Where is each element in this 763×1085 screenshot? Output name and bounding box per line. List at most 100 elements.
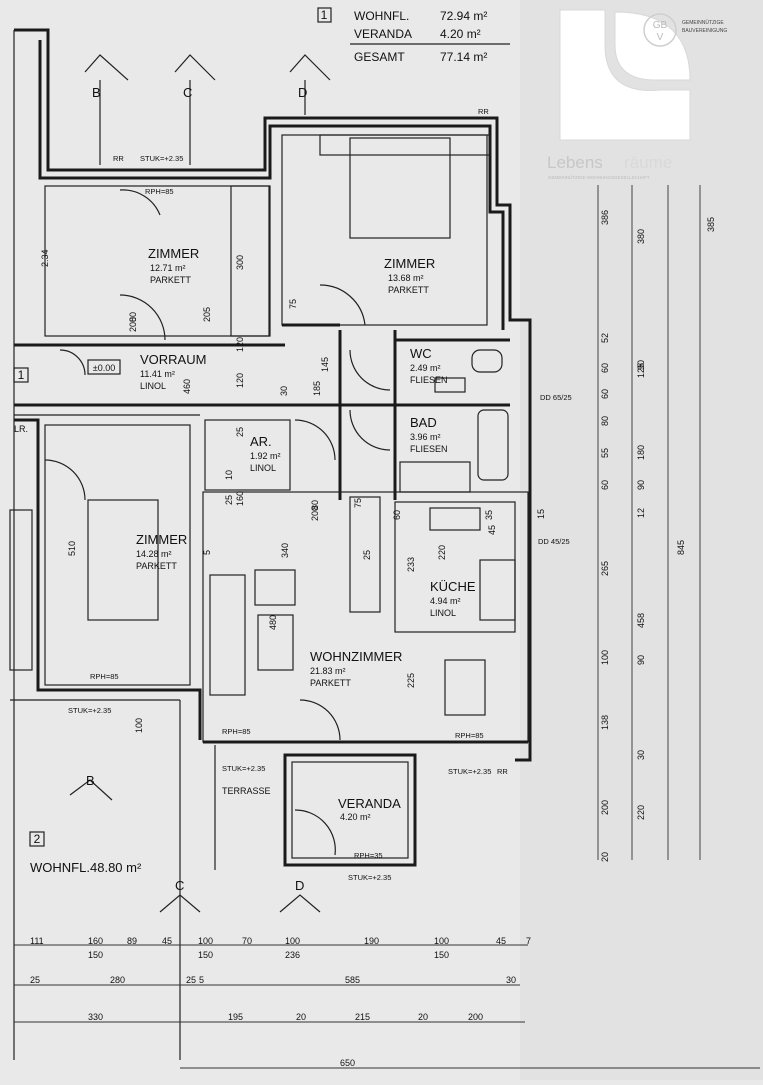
- bottom-dim-row1-10: 7: [526, 936, 531, 946]
- paper-shade: [520, 0, 763, 1080]
- room-name-vorraum: VORRAUM: [140, 352, 206, 367]
- bottom-dim-row2-2: 25: [186, 975, 196, 985]
- summary-value-1: 72.94 m²: [440, 9, 487, 23]
- wc-fixture: [471, 349, 503, 373]
- interior-dim-26: 15: [536, 509, 546, 519]
- right-dim-11: 180: [636, 445, 646, 460]
- right-dim-23: 20: [600, 852, 610, 862]
- right-dim-4: 52: [600, 333, 610, 343]
- right-dim-6: 90: [636, 360, 646, 370]
- bottom-dim-row1-1: 160: [88, 936, 103, 946]
- interior-dim-11: 120: [235, 373, 245, 388]
- section-mark-d-top: D: [298, 85, 307, 100]
- summary-label-2: VERANDA: [354, 27, 412, 41]
- rph85-label-4: RPH=85: [455, 731, 484, 740]
- logo-tagline: GEMEINNÜTZIGE WOHNUNGSGESELLSCHAFT: [548, 174, 650, 180]
- interior-dim-24: 5: [202, 550, 212, 555]
- interior-dim-22: 510: [67, 541, 77, 556]
- bottom-dim-row2-5: 30: [506, 975, 516, 985]
- wohnfl2-value: 48.80 m²: [90, 860, 142, 875]
- summary-value-3: 77.14 m²: [440, 50, 487, 64]
- bottom-dim-row2-1: 280: [110, 975, 125, 985]
- interior-dim-28: 25: [224, 495, 234, 505]
- stuk-label-2: STUK=+2.35: [68, 706, 111, 715]
- rr-label-2: RR: [478, 107, 489, 116]
- section-markers: [69, 54, 331, 913]
- interior-dim-25: 45: [487, 525, 497, 535]
- right-dim-17: 100: [600, 650, 610, 665]
- rph35-label: RPH=35: [354, 851, 383, 860]
- bottom-dim-row3-0: 330: [88, 1012, 103, 1022]
- stuk-label-5: STUK=+2.35: [348, 873, 391, 882]
- interior-dim-2: 75: [288, 299, 298, 309]
- right-dim-2: 385: [706, 217, 716, 232]
- dining-table: [444, 659, 486, 716]
- misc-labels: TERRASSE 2 WOHNFL. 48.80 m² 1 ±0.00 LR. …: [13, 107, 572, 882]
- area-summary: 1 WOHNFL. 72.94 m² VERANDA 4.20 m² GESAM…: [317, 7, 510, 64]
- interior-dim-31: 120: [235, 337, 245, 352]
- armchair: [254, 569, 296, 606]
- room-zimmer-2-outline: [281, 134, 488, 326]
- right-dim-20: 30: [636, 750, 646, 760]
- room-floor-kueche: LINOL: [430, 608, 456, 618]
- right-dim-12: 60: [600, 480, 610, 490]
- interior-dim-8: 30: [279, 386, 289, 396]
- summary-label-3: GESAMT: [354, 50, 405, 64]
- room-name-kueche: KÜCHE: [430, 579, 476, 594]
- rph85-label-3: RPH=85: [222, 727, 251, 736]
- right-dim-0: 386: [600, 210, 610, 225]
- right-dim-14: 12: [636, 508, 646, 518]
- bottom-dim-row1-8: 100: [434, 936, 449, 946]
- room-area-ar: 1.92 m²: [250, 451, 281, 461]
- dd-label-2: DD 45/25: [538, 537, 570, 546]
- bottom-dimension-lines: [14, 944, 760, 1069]
- room-floor-ar: LINOL: [250, 463, 276, 473]
- bottom-dim-row1b-3: 150: [434, 950, 449, 960]
- summary-label-1: WOHNFL.: [354, 9, 409, 23]
- bottom-dim-row2-3: 5: [199, 975, 204, 985]
- room-area-vorraum: 11.41 m²: [140, 369, 175, 379]
- interior-dim-4: 200: [128, 317, 138, 332]
- interior-dim-30: 60: [392, 510, 402, 520]
- bottom-dim-total-0: 650: [340, 1058, 355, 1068]
- logo-badge: [643, 13, 677, 47]
- interior-dim-29: 10: [224, 470, 234, 480]
- interior-dim-17: 233: [406, 557, 416, 572]
- stuk-label-1: STUK=+2.35: [140, 154, 183, 163]
- right-dim-16: 458: [636, 613, 646, 628]
- rr-label-1: RR: [113, 154, 124, 163]
- doors: [44, 189, 391, 856]
- interior-dim-13: 200: [310, 506, 320, 521]
- room-floor-zimmer-2: PARKETT: [388, 285, 429, 295]
- right-dim-19: 138: [600, 715, 610, 730]
- interior-dim-9: 185: [312, 381, 322, 396]
- room-name-bad: BAD: [410, 415, 437, 430]
- logo-mark: [559, 9, 691, 141]
- room-floor-wc: FLIESEN: [410, 375, 448, 385]
- bathtub: [477, 409, 509, 481]
- summary-value-2: 4.20 m²: [440, 27, 481, 41]
- bottom-dim-row1-4: 100: [198, 936, 213, 946]
- interior-dim-19: 340: [280, 543, 290, 558]
- room-floor-vorraum: LINOL: [140, 381, 166, 391]
- logo-brand-a: Lebens: [547, 153, 603, 172]
- bottom-dim-row1b-2: 236: [285, 950, 300, 960]
- wohnfl2-label: WOHNFL.: [30, 860, 90, 875]
- room-floor-zimmer-3: PARKETT: [136, 561, 177, 571]
- interior-dim-10: 25: [235, 427, 245, 437]
- washbasin: [399, 461, 471, 493]
- bottom-dim-row1b-0: 150: [88, 950, 103, 960]
- room-zimmer-3-outline: [44, 424, 191, 686]
- logo-badge-top: GB: [653, 20, 668, 31]
- bottom-dim-row1b-1: 150: [198, 950, 213, 960]
- bottom-dim-row3-4: 20: [418, 1012, 428, 1022]
- unit-1-marker: 1: [18, 368, 25, 382]
- logo-company-line2: BAUVEREINIGUNG: [682, 28, 727, 34]
- bottom-dim-row1-2: 89: [127, 936, 137, 946]
- room-ar-outline: [204, 419, 291, 491]
- unit-2-number: 2: [34, 832, 41, 846]
- section-mark-c-top: C: [183, 85, 192, 100]
- company-logo: GB V GEMEINNÜTZIGE BAUVEREINIGUNG Lebens…: [547, 9, 727, 180]
- bottom-dim-row2-0: 25: [30, 975, 40, 985]
- bottom-dim-row1-5: 70: [242, 936, 252, 946]
